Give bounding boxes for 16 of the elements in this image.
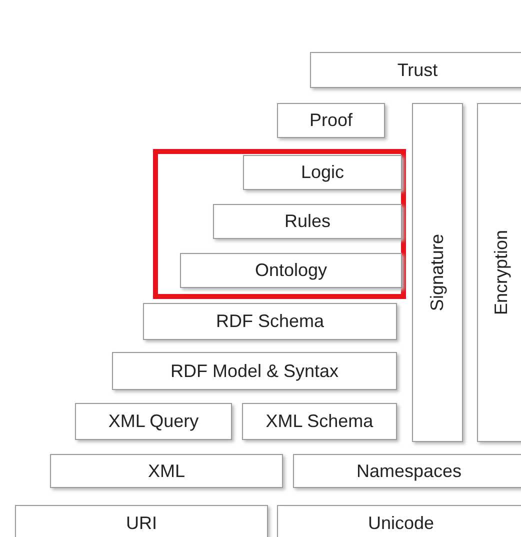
layer-box: Encryption [477,103,521,442]
layer-box: Trust [310,52,521,88]
layer-box: Proof [277,103,385,138]
layer-box: Namespaces [293,454,521,488]
layer-box: Unicode [277,505,521,537]
layer-box: XML Query [75,403,232,440]
layer-box: XML [50,454,283,488]
layer-box: XML Schema [242,403,397,440]
layer-box: URI [15,505,268,537]
layer-box: Ontology [180,253,402,288]
layer-box: Logic [243,155,402,190]
layer-box: RDF Model & Syntax [112,352,397,390]
layer-box: Signature [412,103,463,442]
layer-box: Rules [213,204,402,239]
highlight-frame [153,149,406,299]
layer-box: RDF Schema [143,303,397,340]
